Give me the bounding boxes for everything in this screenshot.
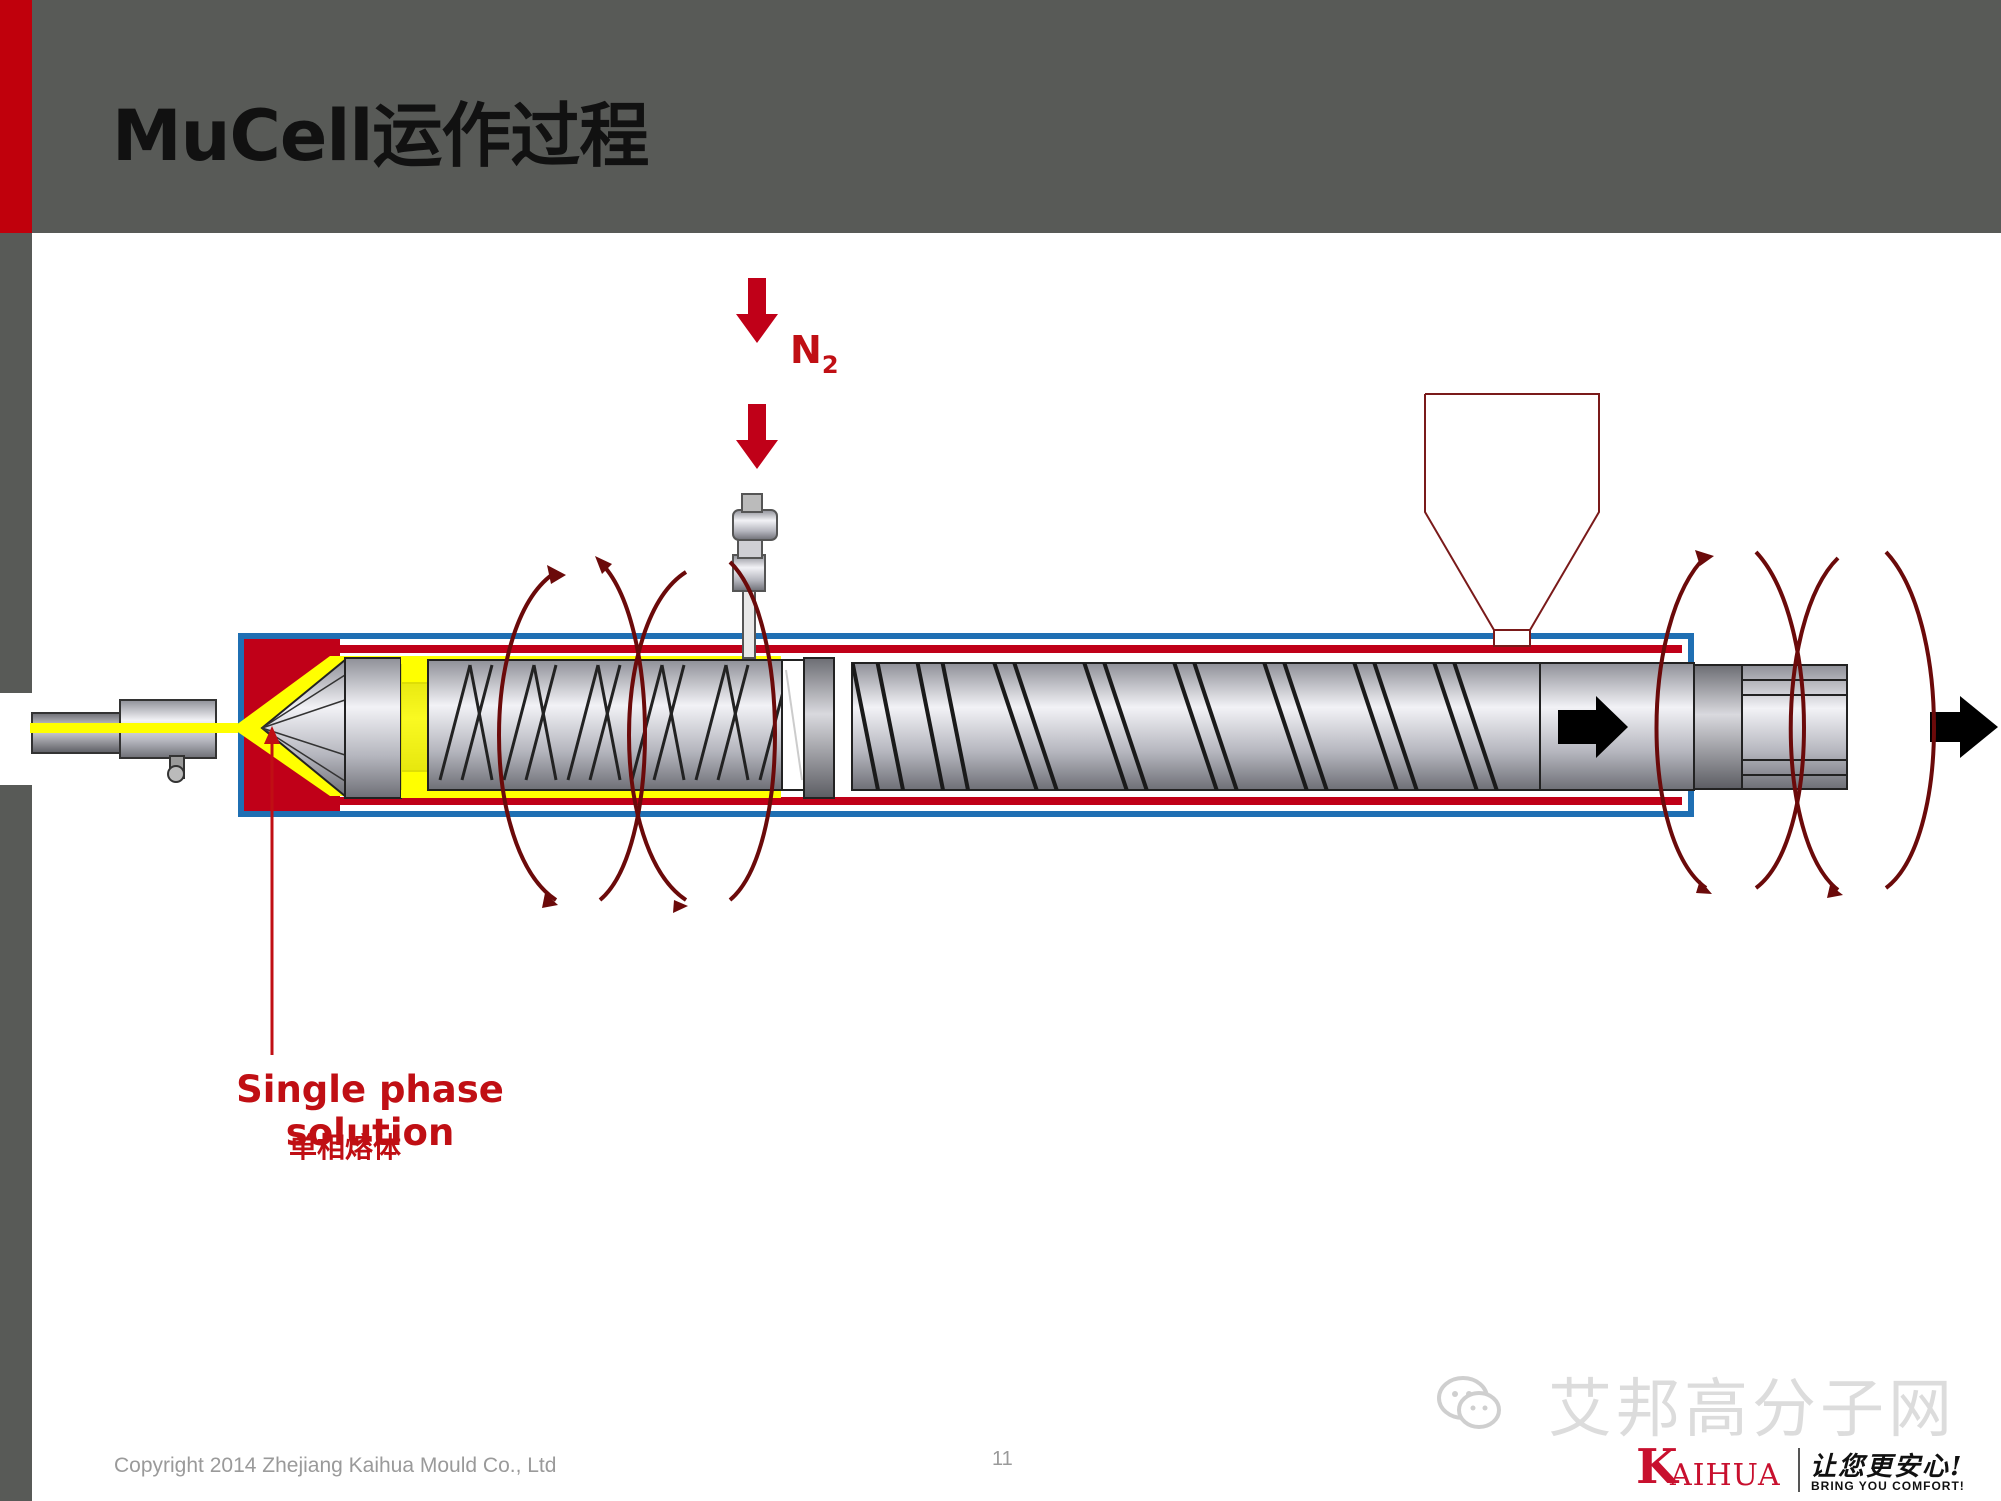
logo-slogan-en: BRING YOU COMFORT!: [1811, 1479, 1965, 1493]
n2-label: N2: [790, 328, 839, 379]
logo-slogan-cn: 让您更安心!: [1810, 1452, 1964, 1482]
page-number: 11: [992, 1448, 1013, 1470]
slide-title: MuCell运作过程: [112, 95, 649, 177]
header-accent-bar: [0, 0, 32, 233]
hopper: [1424, 393, 1600, 647]
n2-label-subscript: 2: [821, 351, 839, 379]
mixing-screw: [427, 659, 783, 791]
check-ring: [781, 657, 835, 799]
logo-initial: K: [1636, 1439, 1678, 1495]
nozzle: [30, 699, 240, 783]
right-arrow-icon: [1558, 696, 1628, 758]
screw-drive: [1693, 664, 1998, 790]
callout-label-en: Single phase solution: [236, 1068, 504, 1154]
heater-arcs-front: [497, 560, 777, 902]
left-side-bar: [0, 233, 32, 1501]
callout-line: [264, 726, 280, 1055]
logo-separator: [1798, 1448, 1800, 1492]
nozzle-gap: [0, 693, 32, 785]
watermark-text: 艾邦高分子网: [1548, 1373, 1956, 1447]
heater-arcs-rear: [1654, 550, 1936, 892]
heater-arc-arrowheads: [542, 550, 1843, 913]
callout-label-cn: 单相熔体: [288, 1131, 401, 1164]
copyright-text: Copyright 2014 Zhejiang Kaihua Mould Co.…: [114, 1454, 557, 1477]
slide-header: [0, 0, 2001, 233]
logo-name: AIHUA: [1670, 1458, 1781, 1493]
main-screw: [851, 662, 1695, 791]
down-arrow-icon: [736, 278, 778, 469]
n2-label-main: N: [790, 328, 822, 372]
right-arrow-icon: [1930, 696, 1998, 758]
wechat-icon: [1437, 1376, 1501, 1429]
